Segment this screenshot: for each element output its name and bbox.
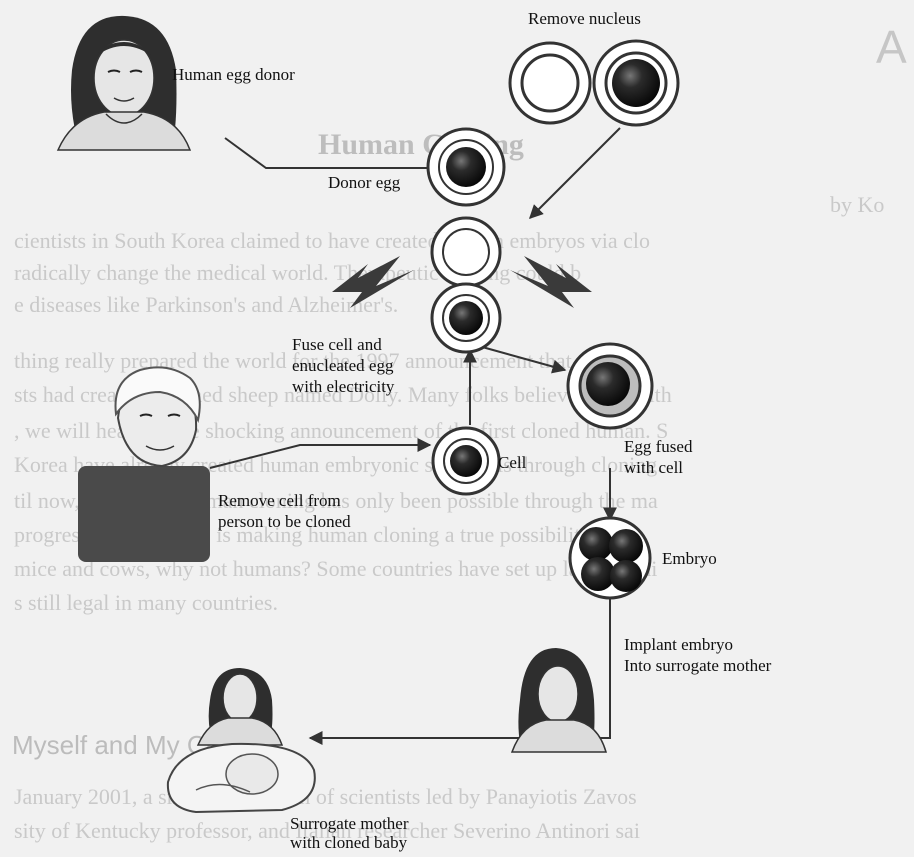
body-cell <box>433 428 499 494</box>
label-human-egg-donor: Human egg donor <box>172 64 295 85</box>
label-egg-fused: Egg fused with cell <box>624 436 692 478</box>
arrow-to-fused-egg <box>475 345 565 370</box>
label-surrogate-line: Surrogate mother <box>290 814 409 833</box>
label-fuse-line: enucleated egg <box>292 355 394 376</box>
enucleated-egg <box>432 218 500 286</box>
label-remove-nucleus: Remove nucleus <box>528 8 641 29</box>
label-fuse-line: with electricity <box>292 376 394 397</box>
label-implant-line: Implant embryo <box>624 634 771 655</box>
donor-egg-cell <box>428 129 504 205</box>
person-to-be-cloned-illustration <box>78 367 210 562</box>
label-embryo: Embryo <box>662 548 717 569</box>
label-egg-fused-line: with cell <box>624 457 692 478</box>
arrow-donor-to-egg <box>225 138 440 168</box>
label-cell: Cell <box>498 452 526 473</box>
label-remove-cell-line: person to be cloned <box>218 511 351 532</box>
remove-nucleus-cells <box>510 41 678 125</box>
arrow-person-to-cell <box>210 445 430 468</box>
label-remove-cell-line: Remove cell from <box>218 490 351 511</box>
egg-fused-cell <box>568 344 652 428</box>
label-donor-egg: Donor egg <box>328 172 400 193</box>
label-fuse-line: Fuse cell and <box>292 334 394 355</box>
egg-donor-illustration <box>58 16 190 150</box>
label-surrogate: Surrogate mother with cloned baby <box>290 814 409 852</box>
fused-cell-small <box>432 284 500 352</box>
lightning-left <box>332 256 414 308</box>
embryo-cells <box>570 518 650 598</box>
label-remove-cell: Remove cell from person to be cloned <box>218 490 351 532</box>
label-surrogate-line: with cloned baby <box>290 833 409 852</box>
surrogate-mother-illustration <box>512 648 606 752</box>
label-fuse: Fuse cell and enucleated egg with electr… <box>292 334 394 397</box>
label-implant-line: Into surrogate mother <box>624 655 771 676</box>
label-implant: Implant embryo Into surrogate mother <box>624 634 771 676</box>
lightning-right <box>510 256 592 308</box>
arrow-nucleus-to-egg <box>530 128 620 218</box>
label-egg-fused-line: Egg fused <box>624 436 692 457</box>
mother-with-baby-illustration <box>168 668 315 812</box>
